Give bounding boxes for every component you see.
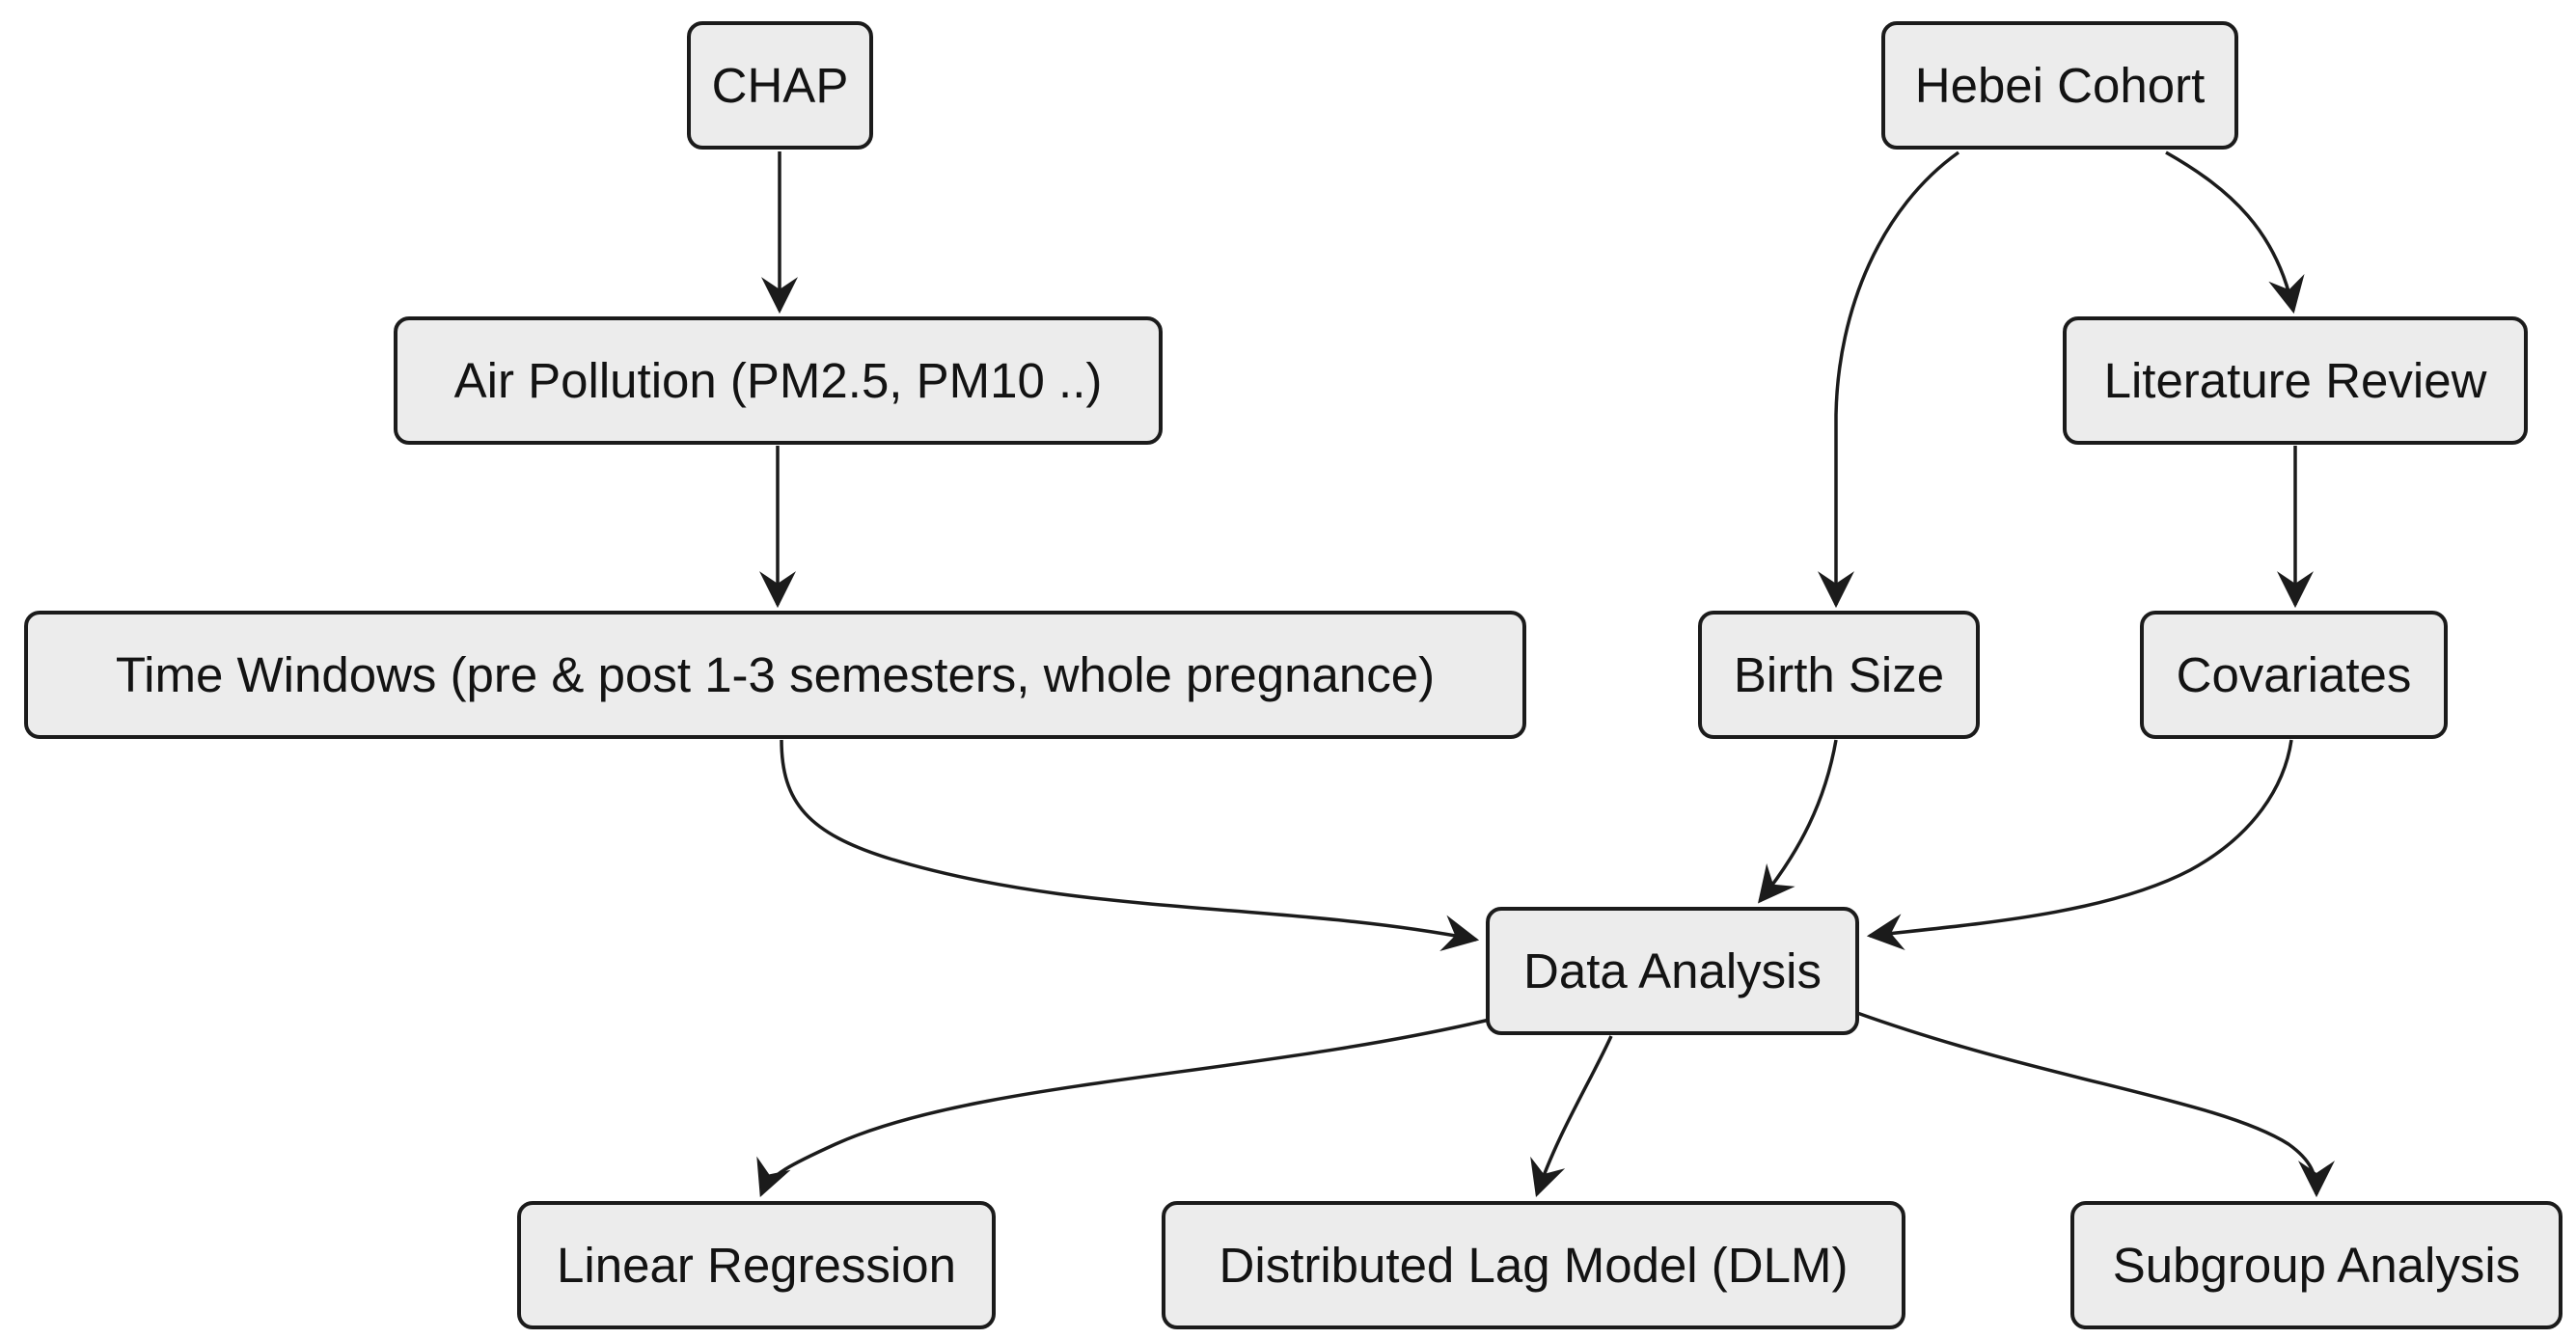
edge-data-analysis-to-subgroup-analysis xyxy=(1856,1011,2335,1198)
edge-hebei-cohort-to-literature-review xyxy=(2165,150,2305,314)
edge-birth-size-to-data-analysis xyxy=(1758,739,1838,904)
node-hebei-cohort: Hebei Cohort xyxy=(1881,21,2238,150)
node-time-windows: Time Windows (pre & post 1-3 semesters, … xyxy=(24,611,1526,739)
edge-covariates-to-data-analysis xyxy=(1866,739,2293,951)
node-chap: CHAP xyxy=(687,21,873,150)
edge-hebei-cohort-to-birth-size xyxy=(1818,150,1960,609)
node-literature-review: Literature Review xyxy=(2063,316,2528,445)
edge-data-analysis-to-linear-regression xyxy=(756,1017,1494,1197)
edge-time-windows-to-data-analysis xyxy=(780,739,1480,951)
node-air-pollution: Air Pollution (PM2.5, PM10 ..) xyxy=(394,316,1163,445)
node-birth-size: Birth Size xyxy=(1698,611,1980,739)
node-dlm: Distributed Lag Model (DLM) xyxy=(1162,1201,1905,1329)
node-linear-regression: Linear Regression xyxy=(517,1201,996,1329)
node-covariates: Covariates xyxy=(2140,611,2448,739)
node-subgroup-analysis: Subgroup Analysis xyxy=(2070,1201,2562,1329)
edge-data-analysis-to-dlm xyxy=(1530,1035,1613,1197)
node-data-analysis: Data Analysis xyxy=(1486,907,1859,1035)
